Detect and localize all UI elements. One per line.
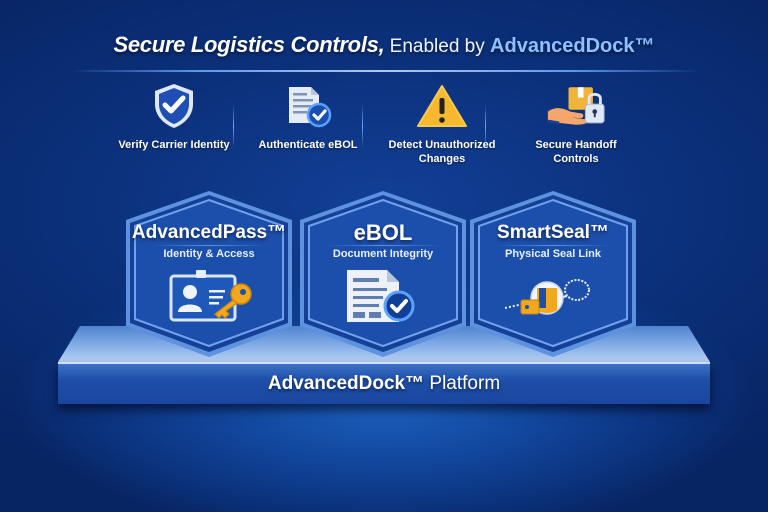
feature-label: Authenticate eBOL — [258, 139, 358, 151]
module-subtitle: Document Integrity — [332, 248, 434, 260]
feature-label: Verify Carrier Identity — [118, 139, 230, 151]
feature-divider — [233, 104, 234, 148]
shield-check-icon — [144, 82, 204, 130]
module-divider — [496, 245, 610, 246]
module-divider — [152, 245, 266, 246]
platform-name: AdvancedDock™ — [267, 373, 425, 394]
module-subtitle: Identity & Access — [163, 248, 255, 260]
feature-verify-carrier: Verify Carrier Identity — [115, 82, 233, 177]
feature-row: Verify Carrier Identity Authenticate eBO… — [115, 82, 635, 177]
document-check-icon — [333, 268, 433, 324]
module-ebol: eBOL Document Integrity — [298, 190, 468, 358]
module-title: SmartSeal™ — [497, 222, 609, 243]
hand-package-lock-icon — [546, 82, 606, 130]
module-divider — [326, 245, 440, 246]
platform-label: AdvancedDock™ Platform — [268, 373, 500, 395]
feature-divider — [362, 104, 363, 148]
platform-suffix: Platform — [424, 373, 501, 394]
id-badge-key-icon — [159, 268, 259, 324]
module-title: AdvancedPass™ — [131, 222, 287, 243]
feature-detect-changes: Detect Unauthorized Changes — [383, 82, 501, 177]
feature-secure-handoff: Secure Handoff Controls — [517, 82, 635, 177]
feature-authenticate-ebol: Authenticate eBOL — [249, 82, 367, 177]
module-advancedpass: AdvancedPass™ Identity & Access — [124, 190, 294, 358]
title-brand: AdvancedDock™ — [490, 35, 655, 57]
module-smartseal: SmartSeal™ Physical Seal Link — [468, 190, 638, 358]
module-title: eBOL — [353, 220, 413, 245]
title-bold: Secure Logistics Controls, — [113, 32, 385, 57]
title-regular: Enabled by — [384, 36, 491, 57]
platform-front: AdvancedDock™ Platform — [58, 362, 710, 404]
module-subtitle: Physical Seal Link — [505, 248, 601, 260]
feature-label: Detect Unauthorized Changes — [388, 139, 496, 165]
seal-lock-icon — [503, 268, 603, 324]
feature-divider — [485, 104, 486, 148]
title-divider — [70, 70, 700, 72]
page-title: Secure Logistics Controls, Enabled by Ad… — [0, 32, 768, 58]
warning-icon — [412, 82, 472, 130]
feature-label: Secure Handoff Controls — [535, 139, 617, 165]
document-check-icon — [278, 82, 338, 130]
